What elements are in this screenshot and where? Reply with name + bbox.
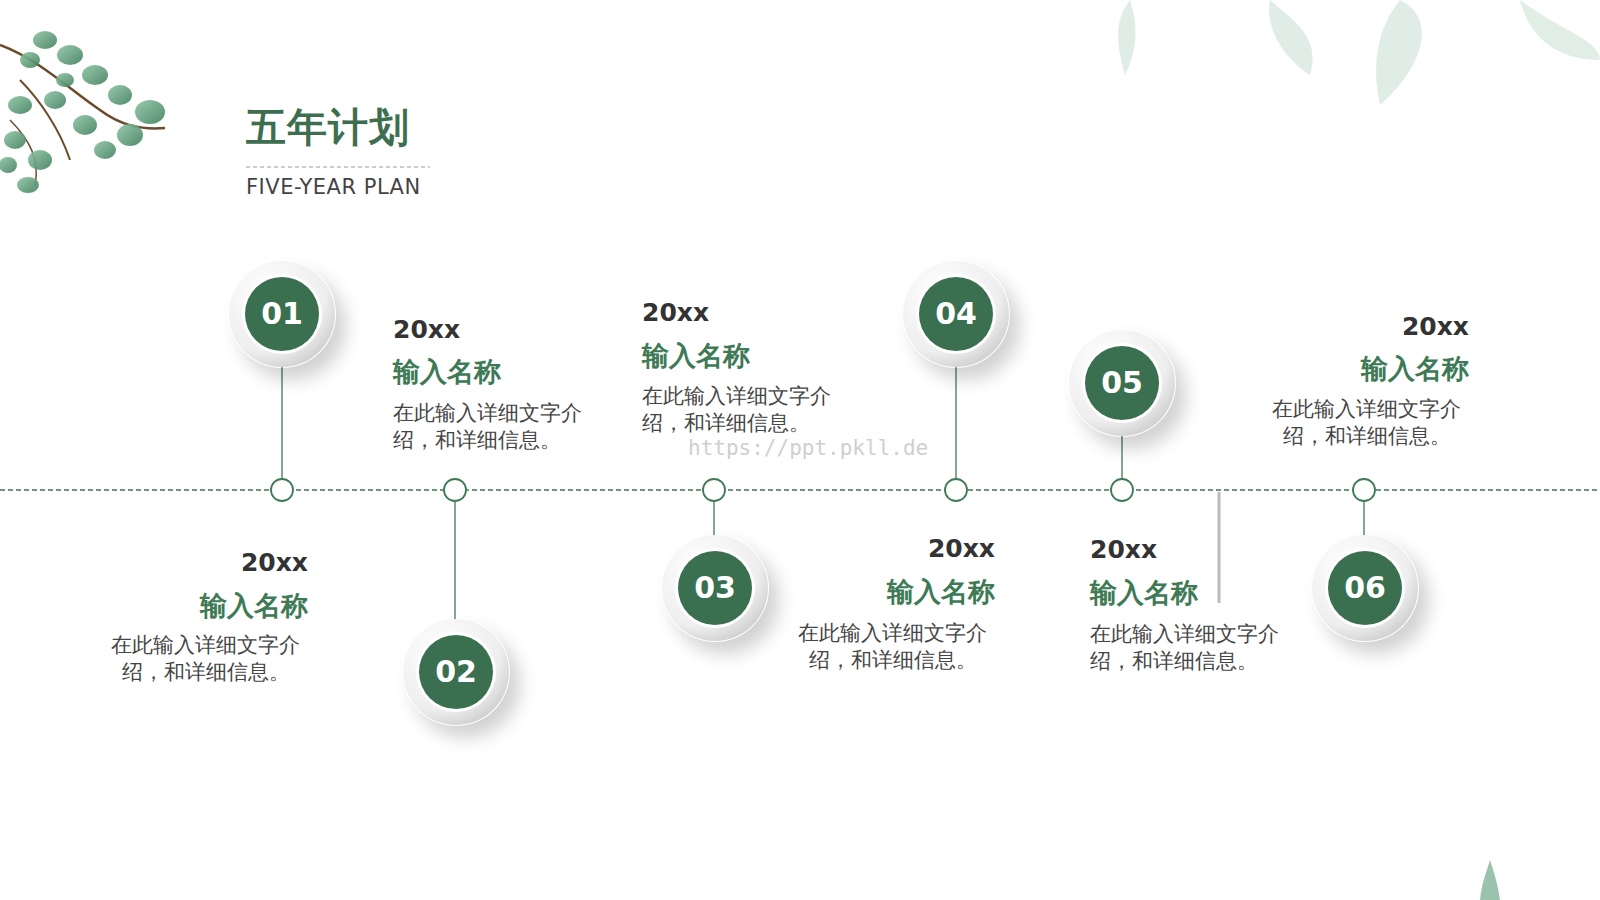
- item-name: 输入名称: [1090, 576, 1310, 610]
- item-detail: 在此输入详细文字介 绍，和详细信息。: [1264, 396, 1469, 450]
- divider-line: [1218, 492, 1221, 603]
- step-circle: 04: [902, 260, 1010, 368]
- step-circle: 02: [402, 618, 510, 726]
- year-label: 20xx: [1249, 311, 1469, 343]
- title-underline: [246, 166, 430, 167]
- year-label: 20xx: [642, 297, 862, 329]
- step-circle: 05: [1068, 329, 1176, 437]
- stems: [282, 366, 1364, 620]
- step-number: 05: [1068, 329, 1176, 437]
- item-detail: 在此输入详细文字介 绍，和详细信息。: [1090, 621, 1295, 675]
- watermark: https://ppt.pkll.de: [688, 436, 928, 460]
- item-detail: 在此输入详细文字介 绍，和详细信息。: [393, 400, 598, 454]
- leaf-tip: [1480, 860, 1500, 900]
- step-number: 04: [902, 260, 1010, 368]
- step-circle: 03: [661, 534, 769, 642]
- year-label: 20xx: [88, 547, 308, 579]
- item-detail: 在此输入详细文字介 绍，和详细信息。: [642, 383, 847, 437]
- item-name: 输入名称: [1249, 352, 1469, 386]
- item-name: 输入名称: [393, 355, 613, 389]
- year-label: 20xx: [393, 314, 613, 346]
- step-number: 03: [661, 534, 769, 642]
- slide-title: 五年计划: [246, 100, 410, 155]
- step-number: 02: [402, 618, 510, 726]
- item-name: 输入名称: [775, 575, 995, 609]
- item-name: 输入名称: [642, 339, 862, 373]
- subtitle: FIVE-YEAR PLAN: [246, 175, 506, 199]
- step-number: 06: [1311, 534, 1419, 642]
- year-label: 20xx: [1090, 534, 1310, 566]
- item-name: 输入名称: [88, 589, 308, 623]
- leaf-branch: [0, 31, 165, 193]
- item-detail: 在此输入详细文字介 绍，和详细信息。: [103, 632, 308, 686]
- step-circle: 06: [1311, 534, 1419, 642]
- faint-leaves: [1118, 0, 1600, 105]
- year-label: 20xx: [775, 533, 995, 565]
- item-detail: 在此输入详细文字介 绍，和详细信息。: [790, 620, 995, 674]
- step-number: 01: [228, 260, 336, 368]
- step-circle: 01: [228, 260, 336, 368]
- timeline-rings: [271, 479, 1375, 501]
